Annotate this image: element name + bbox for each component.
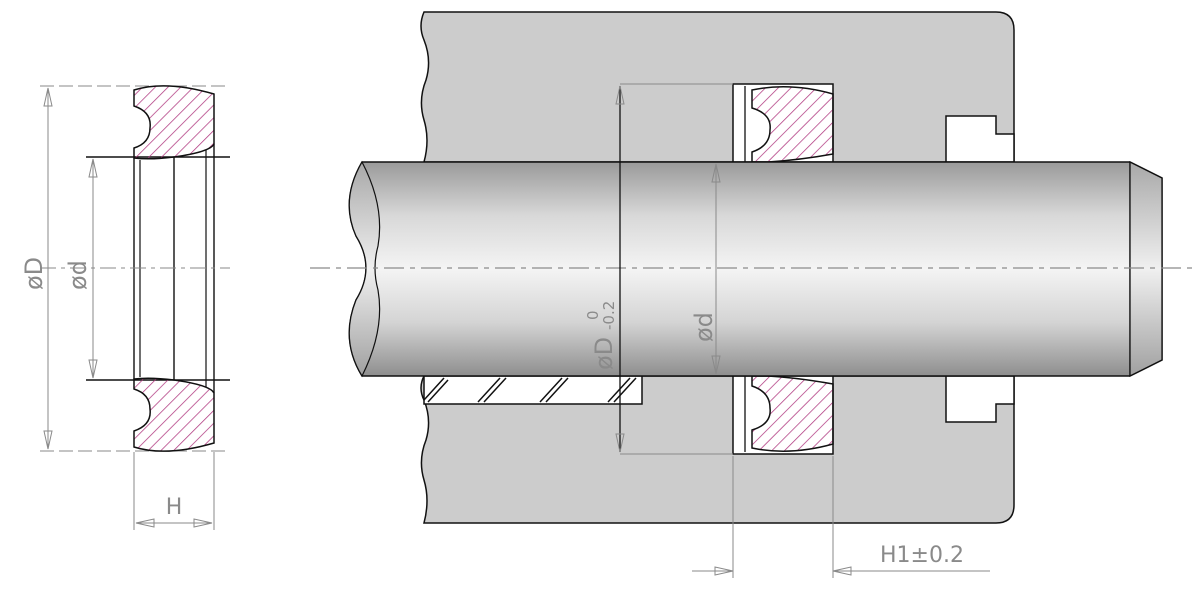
piston-rod — [348, 161, 1163, 377]
seal-outer-diameter-label: øD — [20, 257, 48, 290]
installation-assembly-view: øD 0 -0.2 ød H1±0.2 — [310, 11, 1192, 578]
seal-inner-diameter-label: ød — [64, 260, 92, 290]
groove-width-label: H1±0.2 — [880, 543, 964, 568]
seal-upper-section — [133, 85, 215, 160]
seal-lower-section — [133, 377, 215, 452]
housing-bore-symbol: øD — [590, 337, 618, 370]
housing-bore-diameter-label: øD 0 -0.2 — [584, 301, 618, 370]
seal-height-label: H — [166, 495, 183, 520]
seal-section-view: øD ød H — [20, 85, 230, 530]
housing-bore-tol-lower: -0.2 — [600, 301, 618, 330]
housing-upper — [420, 11, 1015, 163]
housing-bore-tol-upper: 0 — [584, 310, 602, 320]
rod-diameter-label: ød — [690, 312, 718, 342]
